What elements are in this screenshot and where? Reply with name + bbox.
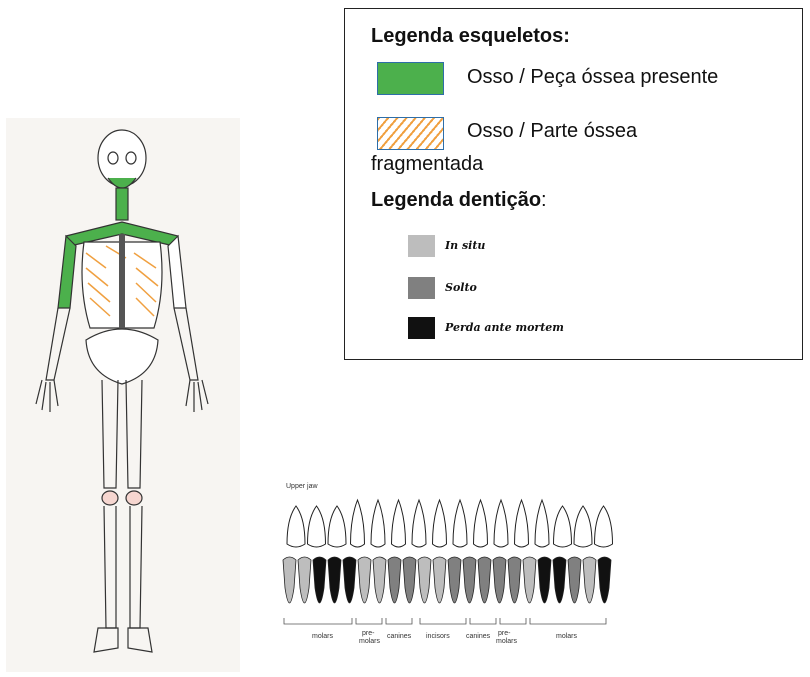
- perda-label: Perda ante mortem: [445, 321, 564, 334]
- lower-tooth-solto: [388, 557, 401, 603]
- dentition-legend-title: Legenda dentição:: [371, 189, 547, 212]
- group-bracket: [386, 618, 412, 624]
- present-bone-swatch: [377, 62, 444, 95]
- group-bracket: [530, 618, 606, 624]
- upper-tooth: [474, 500, 488, 547]
- lower-tooth-solto: [493, 557, 506, 603]
- skeleton-drawing: [6, 118, 240, 672]
- lower-tooth-in-situ: [523, 557, 536, 603]
- skeleton-legend-title: Legenda esqueletos:: [371, 25, 570, 48]
- group-canines-left: canines: [387, 633, 412, 640]
- group-premolars-right-2: molars: [496, 638, 518, 645]
- lower-tooth-solto: [463, 557, 476, 603]
- group-premolars-right: pre-: [498, 630, 511, 637]
- upper-tooth: [554, 506, 572, 547]
- solto-swatch: [408, 277, 435, 299]
- upper-tooth: [287, 506, 305, 547]
- upper-jaw-label: Upper jaw: [286, 483, 318, 490]
- legend-box: Legenda esqueletos: Osso / Peça óssea pr…: [344, 8, 803, 360]
- group-canines-right: canines: [466, 633, 491, 640]
- dentition-title-colon: :: [541, 189, 547, 211]
- upper-tooth: [392, 500, 406, 547]
- lower-tooth-solto: [478, 557, 491, 603]
- lower-tooth-solto: [568, 557, 581, 603]
- group-bracket: [420, 618, 466, 624]
- lower-tooth-solto: [508, 557, 521, 603]
- lower-tooth-perda: [343, 557, 356, 603]
- group-bracket: [356, 618, 382, 624]
- upper-tooth: [351, 500, 365, 547]
- upper-tooth: [308, 506, 326, 547]
- lower-tooth-in-situ: [373, 557, 386, 603]
- fragmented-bone-label-cont: fragmentada: [371, 153, 483, 176]
- lower-tooth-in-situ: [358, 557, 371, 603]
- present-bone-label: Osso / Peça óssea presente: [467, 66, 718, 89]
- skeleton-illustration: [6, 118, 240, 672]
- fragmented-bone-swatch: [377, 117, 444, 150]
- lower-tooth-in-situ: [583, 557, 596, 603]
- group-incisors: incisors: [426, 633, 450, 640]
- upper-tooth: [453, 500, 467, 547]
- upper-tooth: [433, 500, 447, 547]
- lower-tooth-in-situ: [433, 557, 446, 603]
- lower-tooth-perda: [598, 557, 611, 603]
- upper-tooth: [515, 500, 529, 547]
- in-situ-swatch: [408, 235, 435, 257]
- group-premolars-left-2: molars: [359, 638, 381, 645]
- upper-tooth: [412, 500, 426, 547]
- lower-tooth-in-situ: [418, 557, 431, 603]
- lower-tooth-in-situ: [283, 557, 296, 603]
- lower-tooth-solto: [448, 557, 461, 603]
- lower-tooth-perda: [538, 557, 551, 603]
- group-premolars-left: pre-: [362, 630, 375, 637]
- group-molars-right: molars: [556, 633, 578, 640]
- in-situ-label: In situ: [445, 239, 485, 252]
- lower-tooth-perda: [553, 557, 566, 603]
- group-bracket: [284, 618, 352, 624]
- fragmented-bone-label: Osso / Parte óssea: [467, 120, 637, 143]
- group-bracket: [470, 618, 496, 624]
- upper-tooth: [371, 500, 385, 547]
- upper-tooth: [328, 506, 346, 547]
- lower-tooth-solto: [403, 557, 416, 603]
- perda-swatch: [408, 317, 435, 339]
- solto-label: Solto: [445, 281, 477, 294]
- dentition-chart: Upper jaw molars pre- molars canines inc…: [270, 478, 620, 658]
- lower-tooth-in-situ: [298, 557, 311, 603]
- dentition-title-text: Legenda dentição: [371, 189, 541, 211]
- dentition-diagram: Upper jaw molars pre- molars canines inc…: [270, 478, 620, 658]
- upper-tooth: [494, 500, 508, 547]
- upper-tooth: [535, 500, 549, 547]
- lower-tooth-perda: [328, 557, 341, 603]
- upper-tooth: [574, 506, 592, 547]
- upper-tooth: [595, 506, 613, 547]
- group-bracket: [500, 618, 526, 624]
- group-molars-left: molars: [312, 633, 334, 640]
- lower-tooth-perda: [313, 557, 326, 603]
